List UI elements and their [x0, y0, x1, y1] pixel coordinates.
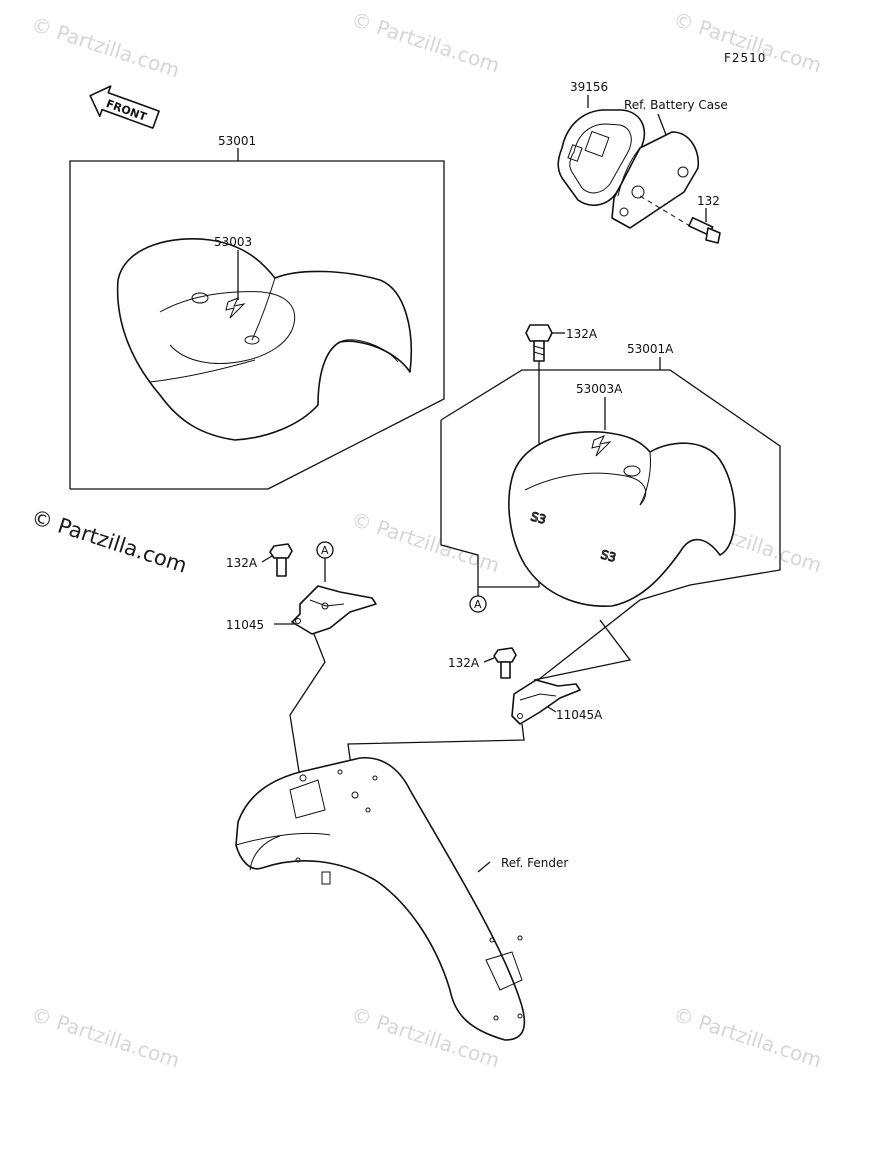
- label-11045a[interactable]: 11045A: [556, 708, 603, 722]
- svg-text:S3: S3: [599, 547, 617, 564]
- marker-a-bottom: A: [474, 598, 482, 611]
- label-ref-battery-case[interactable]: Ref. Battery Case: [624, 98, 728, 112]
- watermark-faint: © Partzilla.com: [348, 507, 502, 578]
- seat-53001-group: 53001 53003: [69, 134, 445, 490]
- seat-53001-frame: [69, 160, 445, 490]
- watermark-faint: © Partzilla.com: [348, 7, 502, 78]
- battery-case-icon: [611, 131, 699, 229]
- watermark-main: © Partzilla.com: [28, 505, 190, 578]
- seat-53001a-group: 53001A S3 S3 53003A: [440, 342, 781, 681]
- bracket-11045-icon: [291, 585, 377, 635]
- tool-case-group: 39156 Ref. Battery Case 132: [557, 80, 728, 244]
- bracket-11045a-icon: [511, 679, 581, 725]
- front-arrow-icon: FRONT: [89, 85, 160, 129]
- label-ref-fender[interactable]: Ref. Fender: [501, 856, 568, 870]
- label-39156[interactable]: 39156: [570, 80, 608, 94]
- label-53001[interactable]: 53001: [218, 134, 256, 148]
- bracket-11045a-group: 132A 11045A: [347, 647, 603, 796]
- watermark-faint: © Partzilla.com: [28, 12, 182, 83]
- label-132[interactable]: 132: [697, 194, 720, 208]
- label-53003[interactable]: 53003: [214, 235, 252, 249]
- bolt-132a-left-icon: [269, 543, 293, 577]
- watermark-faint: © Partzilla.com: [670, 7, 824, 78]
- bracket-11045-group: 132A A 11045: [226, 541, 377, 779]
- label-11045[interactable]: 11045: [226, 618, 264, 632]
- label-132a-top[interactable]: 132A: [566, 327, 598, 341]
- seat-53001a-icon: S3 S3: [508, 431, 736, 607]
- marker-a-top: A: [321, 544, 329, 557]
- diagram-code: F2510: [724, 51, 766, 65]
- bolt-132-icon: [688, 216, 721, 244]
- label-53001a[interactable]: 53001A: [627, 342, 674, 356]
- seat-53001a-frame: [440, 420, 539, 588]
- watermark-faint: © Partzilla.com: [670, 1002, 824, 1073]
- watermark-faint: © Partzilla.com: [28, 1002, 182, 1073]
- label-132a-left[interactable]: 132A: [226, 556, 258, 570]
- svg-text:S3: S3: [529, 509, 547, 526]
- bolt-132a-top-icon: [525, 324, 553, 362]
- bolt-132a-right-icon: [493, 647, 517, 679]
- rear-fender-icon: [235, 756, 526, 1041]
- label-132a-right[interactable]: 132A: [448, 656, 480, 670]
- label-53003a[interactable]: 53003A: [576, 382, 623, 396]
- seat-53001-icon: [116, 237, 413, 441]
